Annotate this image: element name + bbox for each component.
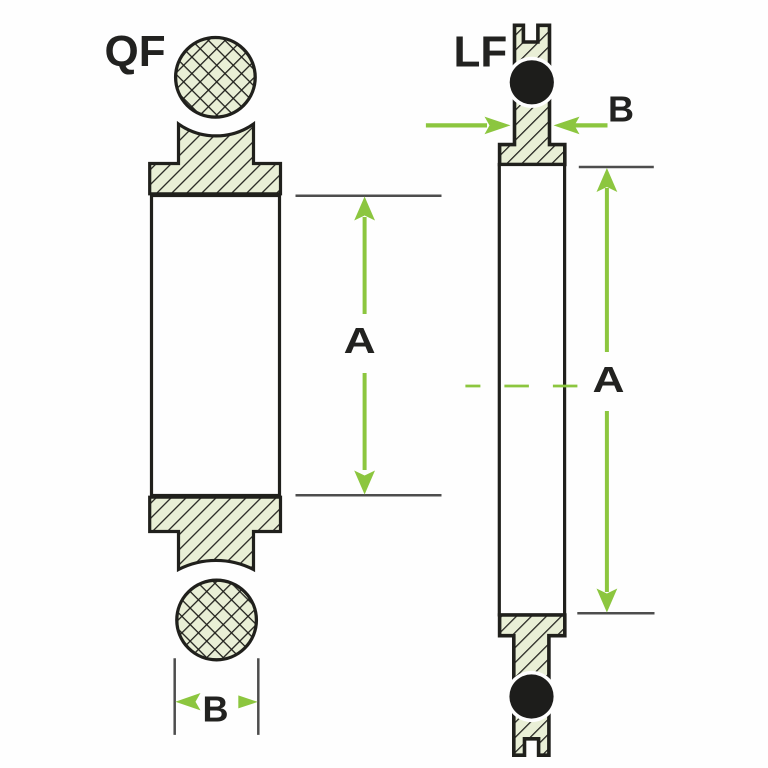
svg-text:LF: LF (454, 28, 508, 77)
svg-text:A: A (344, 320, 376, 361)
svg-text:B: B (608, 89, 634, 130)
svg-text:B: B (203, 689, 229, 730)
svg-text:QF: QF (105, 27, 166, 76)
svg-text:A: A (593, 359, 625, 400)
